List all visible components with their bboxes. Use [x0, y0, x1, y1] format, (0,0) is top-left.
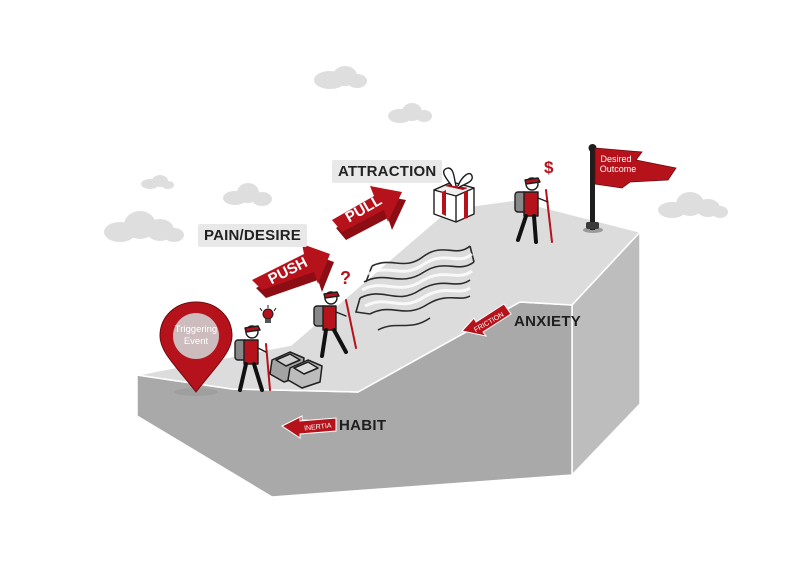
- dollar-sign-icon: $: [544, 158, 554, 177]
- pull-arrow: PULL: [332, 186, 406, 240]
- habit-label: HABIT: [339, 417, 387, 434]
- desired-outcome-line2: Outcome: [600, 164, 637, 174]
- hiker-icon: [313, 291, 357, 358]
- triggering-event-line2: Event: [184, 336, 209, 347]
- desired-outcome-line1: Desired: [600, 154, 631, 164]
- maze-icon: [354, 245, 475, 331]
- cloud-icon: [314, 66, 367, 89]
- flag-icon: Desired Outcome: [583, 144, 677, 233]
- pain-desire-label: PAIN/DESIRE: [198, 224, 307, 247]
- cloud-icon: [388, 103, 432, 123]
- cloud-icon: [658, 192, 728, 218]
- anxiety-label: ANXIETY: [514, 313, 582, 330]
- maze-walls: [361, 252, 473, 308]
- clouds: [104, 66, 728, 242]
- lightbulb-icon: [259, 305, 277, 323]
- hiker-icon: [234, 325, 271, 392]
- rock-icon: [269, 351, 323, 389]
- cloud-icon: [141, 175, 174, 189]
- triggering-event-line1: Triggering: [175, 324, 217, 335]
- cloud-icon: [223, 183, 272, 206]
- cloud-icon: [104, 211, 184, 242]
- location-pin-icon: Triggering Event: [159, 301, 233, 396]
- attraction-label: ATTRACTION: [332, 160, 443, 183]
- gift-box-icon: [433, 167, 475, 223]
- hiker-icon: [514, 177, 553, 244]
- inertia-label: INERTIA: [304, 423, 332, 433]
- question-mark-icon: ?: [340, 268, 351, 288]
- inertia-arrow: INERTIA: [281, 415, 337, 439]
- push-arrow: PUSH: [252, 244, 334, 298]
